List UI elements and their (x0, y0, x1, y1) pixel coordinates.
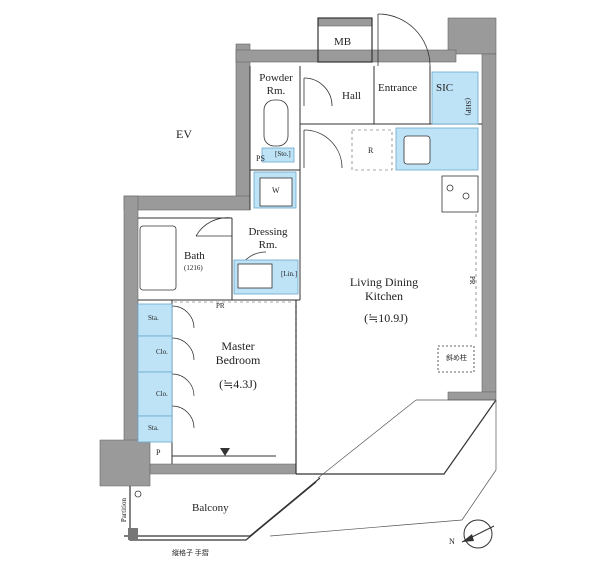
entrance-door (377, 13, 431, 67)
clo-2 (137, 371, 173, 417)
wall-right (481, 53, 497, 393)
kitchen-sink (403, 135, 431, 165)
wall-bottom (149, 463, 297, 475)
p-label: P (156, 448, 161, 457)
lin-label: [Lin.] (281, 270, 298, 278)
room-entrance: Entrance (378, 82, 418, 94)
dashed-lines (174, 129, 477, 440)
structural-walls (99, 17, 497, 487)
sta-bottom-label: Sta. (148, 424, 159, 432)
stove (441, 175, 479, 213)
balcony-railing (124, 477, 321, 537)
wall-ev-bottom (123, 195, 251, 211)
sic-shelf (431, 71, 479, 125)
window-marker (220, 448, 230, 456)
room-master: Master Bedroom (215, 339, 261, 367)
ldk-area: (≒10.9J) (364, 311, 408, 325)
r-label: R (368, 146, 374, 155)
bath-door (195, 217, 233, 237)
fridge-space (351, 129, 393, 171)
shoe-shelf-label: (SHP) (464, 98, 473, 116)
toilet (263, 99, 289, 147)
room-hall: Hall (342, 90, 361, 102)
partition-label: Partition (120, 498, 128, 523)
pillar-top-right (447, 17, 497, 55)
room-bath: Bath (184, 250, 205, 262)
compass-n-label: N (449, 537, 455, 546)
slant-pillar-label: 斜め柱 (446, 354, 467, 362)
wall-ev-right (235, 43, 251, 205)
closet-doors (171, 305, 195, 429)
room-mb: MB (334, 36, 352, 48)
wall-top (235, 49, 457, 63)
railing-label: 縦格子 手摺 (172, 549, 209, 557)
room-sic: SIC (436, 82, 454, 94)
mb-outline (317, 17, 373, 63)
washer (259, 177, 293, 207)
bathtub (139, 225, 177, 291)
clo-1-label: Clo. (156, 348, 168, 356)
room-ev: EV (176, 127, 192, 141)
ldk-diagonal-wall (296, 399, 497, 475)
sta-top-label: Sta. (148, 314, 159, 322)
bath-size: (1216) (184, 264, 203, 272)
sto-fixture (261, 147, 295, 163)
wash-basin (237, 263, 273, 289)
balcony-partition-board (128, 528, 138, 540)
room-ldk: Living Dining Kitchen (349, 275, 419, 303)
pr-top-label: PR (216, 302, 225, 310)
compass-icon (461, 519, 495, 549)
balcony-label: Balcony (192, 502, 229, 514)
clo-2-label: Clo. (156, 390, 168, 398)
master-area: (≒4.3J) (219, 377, 257, 391)
wall-bottom-right (447, 391, 497, 401)
ps-label: PS (256, 154, 265, 163)
sta-bottom (137, 415, 173, 443)
room-dressing: Dressing Rm. (248, 226, 288, 251)
balcony-hatch (269, 399, 497, 537)
slant-pillar (437, 345, 475, 373)
sto-label: [Sto.] (275, 150, 291, 158)
wall-mb-top (317, 17, 373, 27)
pillar-bottom-left (99, 439, 151, 487)
fixture-details (139, 99, 479, 373)
hall-door (303, 129, 343, 169)
wall-left (123, 195, 139, 451)
w-label: W (272, 186, 280, 195)
pr-right-label: PR (468, 276, 477, 285)
room-powder: Powder Rm. (259, 72, 293, 97)
powder-door (303, 77, 333, 107)
